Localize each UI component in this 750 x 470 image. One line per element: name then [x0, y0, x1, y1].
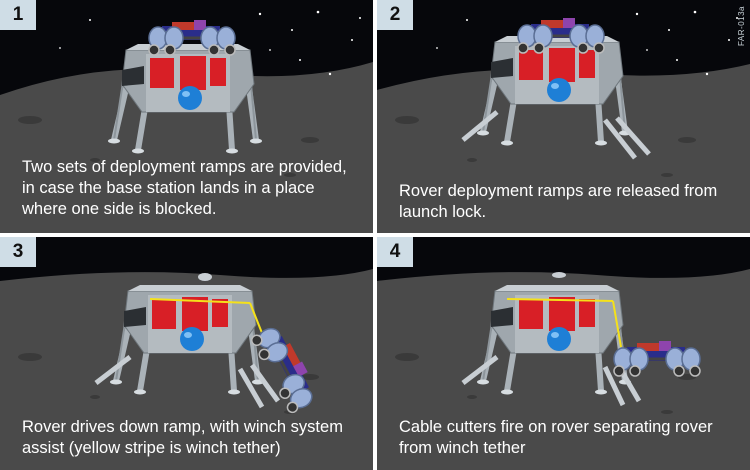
panel-number: 3 — [0, 237, 36, 267]
panel-number: 2 — [377, 0, 413, 30]
caption-line: Cable cutters fire on rover separating r… — [399, 418, 713, 436]
caption-line: Rover drives down ramp, with winch syste… — [22, 418, 343, 436]
antenna-icon — [198, 273, 212, 281]
caption-line: assist (yellow stripe is winch tether) — [22, 439, 281, 457]
panel-1: 1 Two sets of deployment ramps are provi… — [0, 0, 373, 233]
panel-3: 3 Rover drives down ramp, with winch sys… — [0, 237, 373, 470]
winch-tether — [149, 298, 251, 304]
caption-line: from winch tether — [399, 439, 526, 457]
caption-line: Rover deployment ramps are released from — [399, 182, 718, 200]
caption-line: where one side is blocked. — [22, 200, 217, 218]
panel-2: 2 FAR-013a Rover deployment ramps are re… — [377, 0, 750, 233]
panel-caption: Two sets of deployment ramps are provide… — [22, 157, 363, 220]
panel-number: 4 — [377, 237, 413, 267]
antenna-icon — [552, 272, 566, 278]
panel-2-scene — [377, 0, 750, 233]
panel-1-scene — [0, 0, 373, 233]
winch-tether — [506, 298, 614, 302]
deployment-ramp — [461, 110, 651, 160]
figure-code: FAR-013a — [737, 6, 746, 47]
panel-4-scene — [377, 237, 750, 470]
panel-caption: Rover deployment ramps are released from… — [399, 181, 740, 223]
panel-3-scene — [0, 237, 373, 470]
panel-4: 4 Cable cutters fire on rover separating… — [377, 237, 750, 470]
caption-line: in case the base station lands in a plac… — [22, 179, 315, 197]
caption-line: Two sets of deployment ramps are provide… — [22, 158, 347, 176]
panel-number: 1 — [0, 0, 36, 30]
caption-line: launch lock. — [399, 203, 487, 221]
panel-caption: Cable cutters fire on rover separating r… — [399, 417, 740, 459]
panel-caption: Rover drives down ramp, with winch syste… — [22, 417, 363, 459]
